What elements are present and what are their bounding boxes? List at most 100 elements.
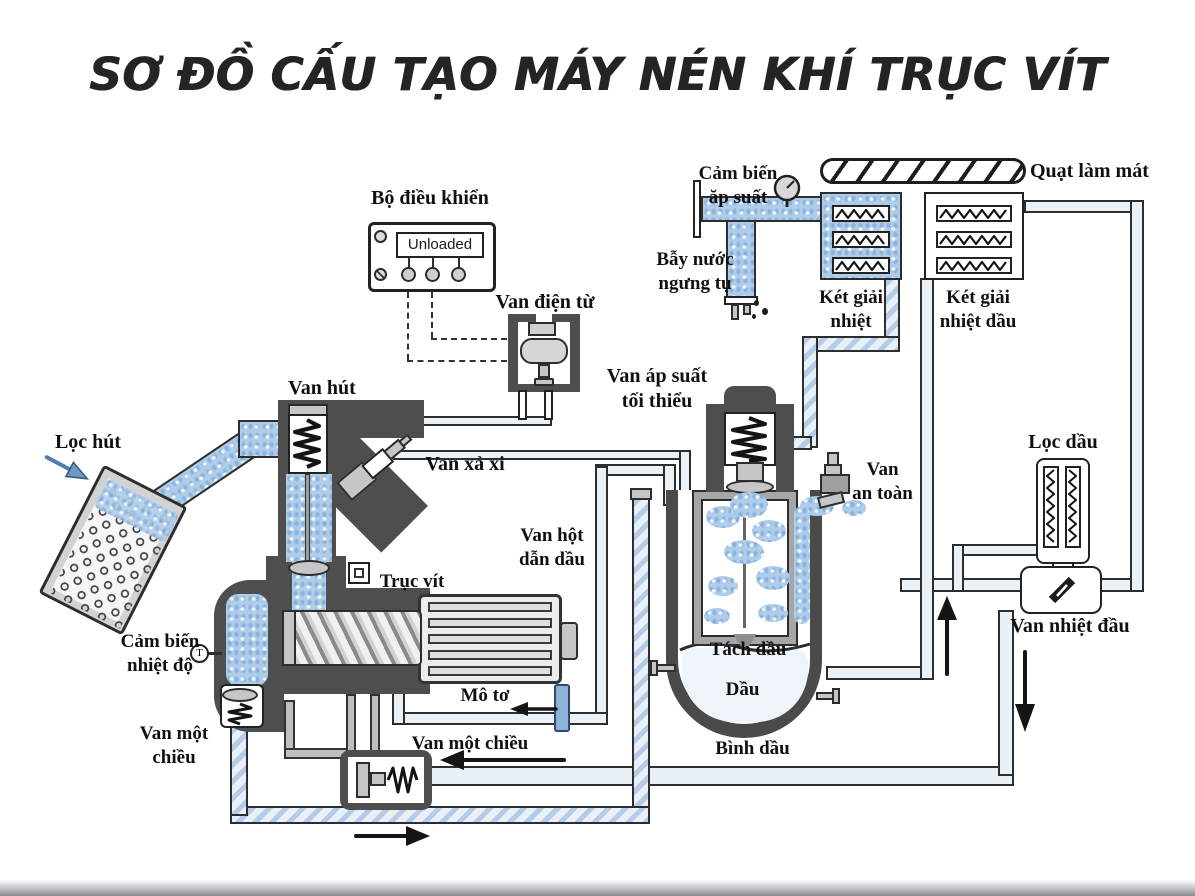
page-title: SƠ ĐỒ CẤU TẠO MÁY NÉN KHÍ TRỤC VÍT (89, 48, 1106, 101)
suction-filter-label: Lọc hút (54, 431, 122, 453)
drop-icon (762, 308, 768, 315)
tank-flange (650, 660, 658, 676)
thermal-valve-element (1048, 576, 1076, 604)
valve-poppet (288, 560, 330, 576)
screw-head-icon (374, 268, 387, 281)
valve-stem (736, 462, 764, 482)
tank-flange (832, 688, 840, 704)
spring-icon (293, 418, 321, 469)
trap-drain (743, 304, 751, 315)
check-valve-disc (222, 688, 258, 702)
gray-pipe (346, 694, 356, 756)
pipe-segment (1024, 200, 1134, 213)
pipe-segment (392, 712, 608, 725)
solenoid-valve-label: Van điện từ (495, 291, 595, 313)
air-mist (758, 604, 788, 622)
rotor-end-cap (282, 610, 296, 666)
compressor-housing (266, 666, 430, 694)
coil-row (832, 231, 890, 248)
sensor-lead (208, 652, 222, 655)
motor-label: Mô tơ (460, 685, 510, 706)
check-valve-piston (356, 762, 370, 798)
pipe-segment (595, 466, 608, 725)
pipe-segment (1130, 200, 1144, 592)
coil-icon (835, 208, 885, 220)
dashed-wire (407, 292, 409, 360)
coil-icon (835, 234, 885, 246)
coil-row (936, 257, 1012, 274)
hatch-pipe-segment (230, 726, 248, 816)
motor-fin (428, 634, 552, 644)
coil-row (936, 231, 1012, 248)
min-pressure-valve (776, 404, 794, 492)
thermal-valve-label: Van nhiệt đầu (1010, 615, 1130, 637)
temp-sensor-icon: T (190, 644, 209, 663)
flow-arrow-icon (937, 596, 957, 676)
pipe-segment (544, 390, 553, 420)
solenoid-notch (536, 310, 552, 322)
oil-surface-wave (679, 641, 811, 653)
valve-stem (305, 474, 310, 566)
blowoff-label: Van xả xi (425, 453, 505, 475)
coil-icon (1046, 469, 1055, 543)
drop-icon (752, 314, 756, 319)
hatch-pipe-segment (802, 336, 818, 448)
check-valve-label: Van một chiều (411, 733, 529, 754)
air-mist (706, 506, 740, 528)
air-region (226, 594, 268, 686)
gray-pipe (370, 694, 380, 756)
drop-icon (754, 300, 759, 306)
dashed-wire (407, 360, 507, 362)
pipe-segment (420, 416, 552, 426)
gray-pipe (284, 748, 348, 759)
controller-button[interactable] (425, 267, 440, 282)
check-valve-piston (370, 772, 386, 786)
min-pressure-valve (706, 404, 794, 414)
coil-icon (1068, 469, 1077, 543)
motor-fin (428, 618, 552, 628)
coil-row (832, 257, 890, 274)
separator-label: Tách dầu (709, 639, 787, 660)
pipe-segment (392, 692, 405, 725)
filter-element (1065, 466, 1081, 548)
screw-label: Trục vít (379, 571, 445, 592)
air-mist (842, 500, 866, 516)
separator-core (743, 500, 746, 628)
separator-funnel (733, 634, 757, 646)
suction-valve-label: Van hút (288, 377, 356, 399)
air-mist (704, 608, 730, 624)
dashed-wire (431, 292, 433, 338)
trap-drain (731, 304, 739, 320)
solenoid-body (520, 338, 568, 364)
dashed-wire (431, 338, 507, 340)
spring-chamber (288, 414, 328, 474)
tank-label: Bình dầu (715, 738, 790, 759)
pressure-gauge-icon (773, 174, 801, 207)
fan-label: Quạt làm mát (1030, 160, 1149, 182)
oil-label: Dầu (725, 679, 760, 700)
controller-button[interactable] (451, 267, 466, 282)
hatch-pipe-segment (632, 498, 650, 820)
air-mist (708, 576, 738, 596)
flow-arrow-icon (1015, 650, 1035, 732)
coil-icon (939, 208, 1007, 220)
trap-cap (724, 296, 758, 305)
spring-icon (731, 416, 767, 463)
coil-icon (835, 260, 885, 272)
wire (432, 258, 434, 268)
screw-rotor (282, 610, 422, 666)
pipe-segment (998, 610, 1014, 776)
controller-button[interactable] (401, 267, 416, 282)
spring-chamber (724, 412, 776, 466)
filter-element (1043, 466, 1059, 548)
spring-icon (227, 702, 253, 726)
